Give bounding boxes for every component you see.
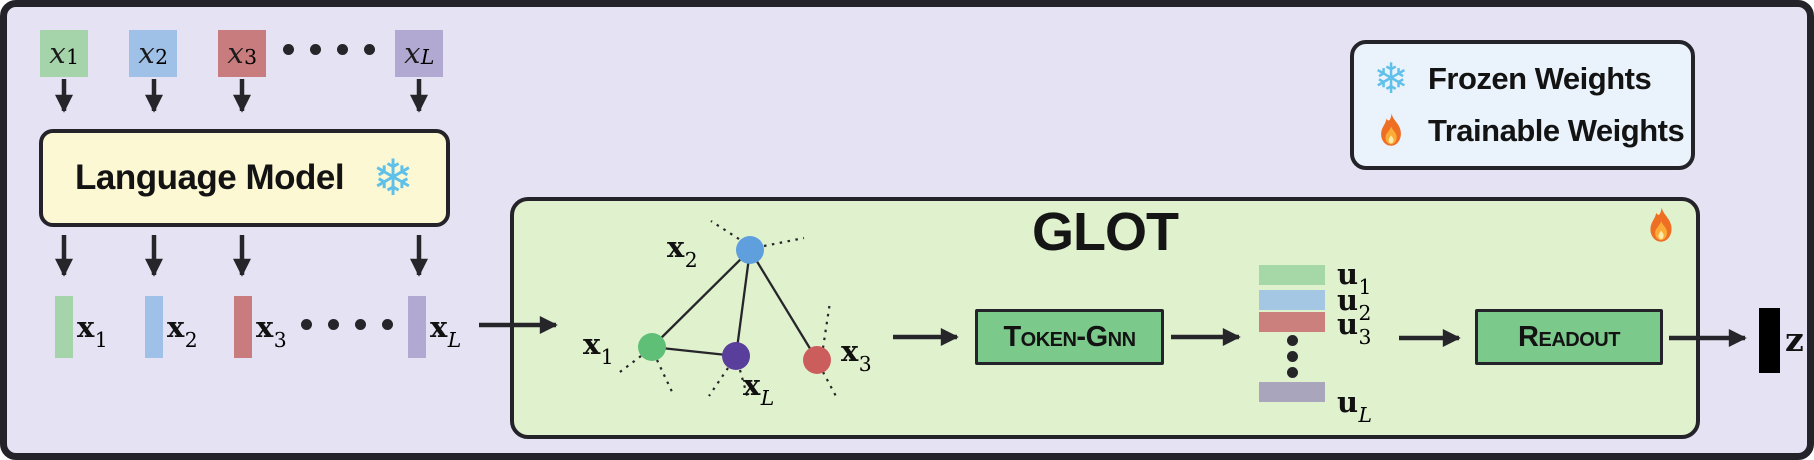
- flame-icon: [1645, 205, 1677, 252]
- snowflake-icon: ❄: [372, 149, 415, 207]
- token-sub: L: [420, 44, 435, 69]
- token-gnn-box: Token-Gnn: [975, 309, 1164, 365]
- embedding-label-xL: xL: [430, 310, 462, 353]
- graph-node-label-x3: x3: [841, 334, 872, 377]
- token-base: x: [49, 36, 66, 70]
- token-base: x: [227, 36, 244, 70]
- token-sub: 3: [244, 44, 258, 69]
- token-embedding-bar-u1: [1259, 265, 1325, 285]
- u-label-u3: u3: [1337, 307, 1372, 350]
- output-label-z: z: [1785, 320, 1804, 359]
- legend-item-trainable: Trainable Weights: [1354, 110, 1691, 152]
- token-embedding-bar-uL: [1259, 382, 1325, 402]
- readout-box: Readout: [1475, 309, 1663, 365]
- u-label-uL: uL: [1337, 385, 1372, 428]
- embedding-label-x1: x1: [77, 310, 108, 353]
- embedding-bar-xL: [408, 296, 426, 358]
- token-embedding-bar-u2: [1259, 290, 1325, 310]
- glot-title: GLOT: [1032, 202, 1179, 262]
- u-label-u2: u2: [1337, 283, 1372, 326]
- ellipsis-dots-vertical: [1287, 335, 1298, 378]
- output-vector-bar: [1759, 308, 1780, 373]
- legend-box: ❄ Frozen Weights Trainable Weights: [1350, 40, 1695, 170]
- graph-node-label-x1: x1: [583, 327, 614, 370]
- embedding-bar-x1: [55, 296, 73, 358]
- token-sub: 1: [66, 44, 80, 69]
- legend-label: Frozen Weights: [1428, 61, 1652, 96]
- flame-icon: [1368, 110, 1414, 152]
- snowflake-icon: ❄: [1373, 54, 1409, 103]
- graph-node-label-xL: xL: [743, 368, 775, 411]
- legend-item-frozen: ❄ Frozen Weights: [1354, 58, 1691, 100]
- language-model-box: Language Model ❄: [39, 129, 450, 227]
- token-base: x: [404, 36, 421, 70]
- embedding-label-x3: x3: [256, 310, 287, 353]
- readout-label: Readout: [1518, 320, 1620, 353]
- legend-label: Trainable Weights: [1428, 113, 1685, 148]
- language-model-label: Language Model: [74, 158, 345, 197]
- ellipsis-dots: [301, 319, 393, 330]
- token-embedding-bar-u3: [1259, 312, 1325, 332]
- graph-node-label-x2: x2: [667, 230, 698, 273]
- token-sub: 2: [155, 44, 169, 69]
- u-label-u1: u1: [1337, 257, 1372, 300]
- embedding-bar-x2: [145, 296, 163, 358]
- embedding-bar-x3: [234, 296, 252, 358]
- embedding-label-x2: x2: [167, 310, 198, 353]
- token-base: x: [138, 36, 155, 70]
- token-gnn-label: Token-Gnn: [1003, 320, 1136, 353]
- ellipsis-dots: [283, 44, 375, 55]
